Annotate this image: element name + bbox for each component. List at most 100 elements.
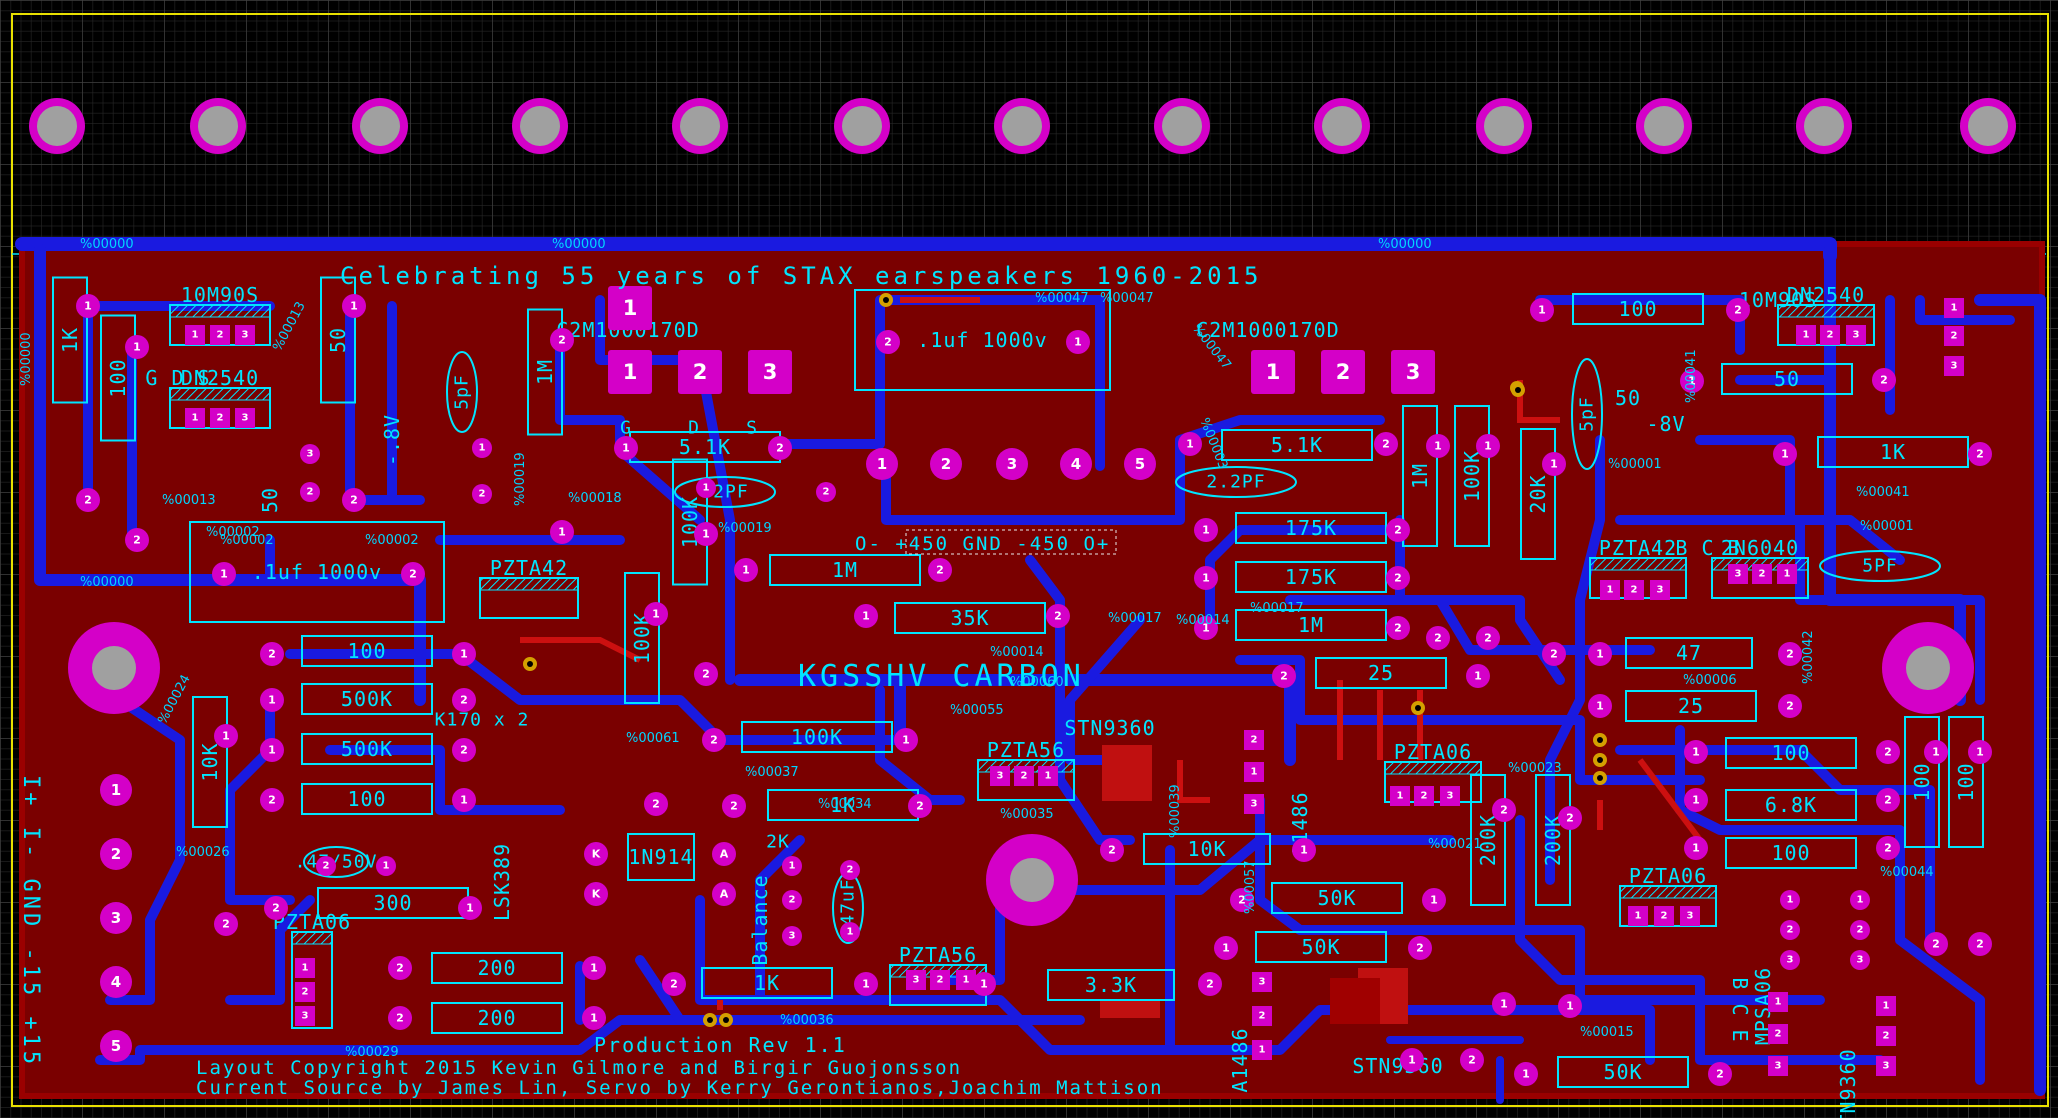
pad[interactable]: 3 bbox=[235, 408, 255, 428]
pad[interactable]: 1 bbox=[260, 738, 284, 762]
pad[interactable]: 1 bbox=[582, 1006, 606, 1030]
pad[interactable]: 3 bbox=[1780, 950, 1800, 970]
pad[interactable]: 1 bbox=[1684, 788, 1708, 812]
pad[interactable]: 2 bbox=[472, 484, 492, 504]
component-200[interactable]: 200 bbox=[431, 952, 563, 984]
pad[interactable]: K bbox=[584, 882, 608, 906]
pad[interactable]: 1 bbox=[100, 774, 132, 806]
pad[interactable]: 1 bbox=[376, 856, 396, 876]
component-balance[interactable]: Balance bbox=[748, 874, 772, 965]
pad[interactable]: 2 bbox=[1558, 806, 1582, 830]
pad[interactable]: 1 bbox=[1777, 564, 1797, 584]
pad[interactable]: 3 bbox=[1768, 1056, 1788, 1076]
component-3-3k[interactable]: 3.3K bbox=[1047, 969, 1175, 1001]
pad[interactable]: 3 bbox=[1244, 794, 1264, 814]
pad[interactable]: 3 bbox=[1728, 564, 1748, 584]
pad[interactable]: 1 bbox=[1684, 836, 1708, 860]
pad[interactable]: 1 bbox=[1558, 994, 1582, 1018]
component-100[interactable]: 100 bbox=[1725, 837, 1857, 869]
pad[interactable]: 1 bbox=[696, 478, 716, 498]
component-dn2540[interactable]: DN2540 bbox=[1777, 283, 1875, 346]
connector-pad-3[interactable] bbox=[352, 98, 408, 154]
connector-pad-9[interactable] bbox=[1314, 98, 1370, 154]
connector-pad-1[interactable] bbox=[29, 98, 85, 154]
pad[interactable]: 1 bbox=[854, 972, 878, 996]
pad[interactable]: 2 bbox=[1198, 972, 1222, 996]
pad[interactable]: 3 bbox=[295, 1006, 315, 1026]
component-50k[interactable]: 50K bbox=[1255, 931, 1387, 963]
pad[interactable]: 3 bbox=[1440, 786, 1460, 806]
component-1k[interactable]: 1K bbox=[1817, 436, 1969, 468]
pad[interactable]: 2 bbox=[1654, 906, 1674, 926]
pad[interactable]: 1 bbox=[1251, 350, 1295, 394]
pad[interactable]: 2 bbox=[1492, 798, 1516, 822]
pad[interactable]: 1 bbox=[1466, 664, 1490, 688]
pad[interactable]: 3 bbox=[748, 350, 792, 394]
pad[interactable]: 1 bbox=[1514, 1062, 1538, 1086]
pad[interactable]: 2 bbox=[100, 838, 132, 870]
connector-pad-8[interactable] bbox=[1154, 98, 1210, 154]
pad[interactable]: 2 bbox=[1850, 920, 1870, 940]
pad[interactable]: 3 bbox=[1252, 972, 1272, 992]
pad[interactable]: 3 bbox=[1680, 906, 1700, 926]
pad[interactable]: 2 bbox=[840, 860, 860, 880]
pad[interactable]: 2 bbox=[1726, 298, 1750, 322]
component-g[interactable]: G bbox=[620, 418, 632, 439]
component-5pf[interactable]: 5pF bbox=[1571, 358, 1603, 470]
component-2-2pf[interactable]: 2.2PF bbox=[1175, 466, 1297, 498]
component-100[interactable]: 100 bbox=[1904, 716, 1940, 848]
component-1k[interactable]: 1K bbox=[701, 967, 833, 999]
pad[interactable]: 2 bbox=[1542, 642, 1566, 666]
pad[interactable]: 1 bbox=[1924, 740, 1948, 764]
pad[interactable]: 4 bbox=[1060, 448, 1092, 480]
pad[interactable]: 1 bbox=[550, 520, 574, 544]
pad[interactable]: 2 bbox=[768, 436, 792, 460]
pad[interactable]: 2 bbox=[1386, 616, 1410, 640]
pad[interactable]: 2 bbox=[1778, 694, 1802, 718]
component-35k[interactable]: 35K bbox=[894, 602, 1046, 634]
pad[interactable]: 2 bbox=[1944, 326, 1964, 346]
connector-pad-10[interactable] bbox=[1476, 98, 1532, 154]
pad[interactable]: 2 bbox=[214, 912, 238, 936]
pad[interactable]: 1 bbox=[1214, 936, 1238, 960]
component-b-c-e[interactable]: B C E bbox=[1728, 977, 1752, 1042]
pad[interactable]: 1 bbox=[212, 562, 236, 586]
pad[interactable]: 2 bbox=[550, 328, 574, 352]
pad[interactable]: 2 bbox=[1820, 325, 1840, 345]
pad[interactable]: 3 bbox=[235, 325, 255, 345]
component-2k[interactable]: 2K bbox=[766, 832, 790, 853]
component-200[interactable]: 200 bbox=[431, 1002, 563, 1034]
component-47[interactable]: 47 bbox=[1625, 637, 1753, 669]
pad[interactable]: 1 bbox=[1038, 766, 1058, 786]
pad[interactable]: 1 bbox=[1194, 566, 1218, 590]
pad[interactable]: 2 bbox=[260, 788, 284, 812]
pad[interactable]: 1 bbox=[76, 294, 100, 318]
connector-pad-6[interactable] bbox=[834, 98, 890, 154]
pad[interactable]: 1 bbox=[472, 438, 492, 458]
pad[interactable]: 1 bbox=[1850, 890, 1870, 910]
component-8v[interactable]: -8V bbox=[1646, 412, 1685, 436]
component-100[interactable]: 100 bbox=[301, 783, 433, 815]
component-100[interactable]: 100 bbox=[1572, 293, 1704, 325]
pad[interactable]: 2 bbox=[694, 662, 718, 686]
pad[interactable]: 1 bbox=[854, 604, 878, 628]
pad[interactable]: 1 bbox=[1796, 325, 1816, 345]
pad[interactable]: 2 bbox=[210, 408, 230, 428]
pad[interactable]: 2 bbox=[295, 982, 315, 1002]
component-100[interactable]: 100 bbox=[301, 635, 433, 667]
pad[interactable]: 1 bbox=[1244, 762, 1264, 782]
component-8v[interactable]: -.8V bbox=[380, 414, 404, 466]
pad[interactable]: 1 bbox=[1780, 890, 1800, 910]
pad[interactable]: 1 bbox=[452, 788, 476, 812]
pad[interactable]: 1 bbox=[956, 970, 976, 990]
component-50[interactable]: 50 bbox=[320, 276, 356, 404]
pad[interactable]: 2 bbox=[1876, 1026, 1896, 1046]
component-50k[interactable]: 50K bbox=[1557, 1056, 1689, 1088]
component-50[interactable]: 50 bbox=[258, 487, 282, 513]
pad[interactable]: 2 bbox=[1968, 442, 1992, 466]
pad[interactable]: 2 bbox=[644, 792, 668, 816]
pad[interactable]: 2 bbox=[316, 856, 336, 876]
pad[interactable]: 1 bbox=[894, 728, 918, 752]
pad[interactable]: 2 bbox=[930, 970, 950, 990]
component-500k[interactable]: 500K bbox=[301, 683, 433, 715]
